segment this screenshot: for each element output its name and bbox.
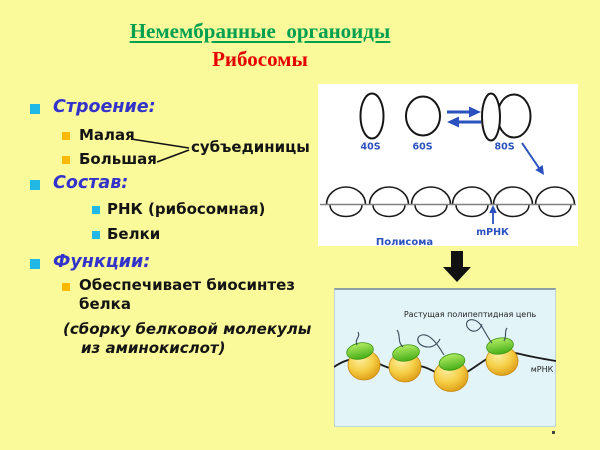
polysome-ribosomes <box>320 186 576 218</box>
title-block: Немембранные органоиды Рибосомы <box>30 18 490 72</box>
small-subunit-shape <box>359 92 385 140</box>
ribosome-assembly-diagram: 40S 60S 80S <box>318 84 578 248</box>
subunits-label: субъединицы <box>191 138 310 156</box>
page-title: Немембранные органоиды <box>129 19 391 43</box>
outline-heading-functions: Функции: <box>53 252 151 272</box>
outline-item-small-subunit: Малая <box>79 126 135 144</box>
label-60s: 60S <box>412 142 432 153</box>
bullet-cyan <box>92 206 100 214</box>
label-80s: 80S <box>494 142 514 153</box>
bullet-yellow <box>62 283 70 291</box>
outline-item-biosynthesis: Обеспечивает биосинтез белка <box>79 276 295 313</box>
assembly-diagram-drawing: 40S 60S 80S <box>320 92 576 248</box>
label-polysome: Полисома <box>376 237 433 246</box>
outline-heading-composition: Состав: <box>53 173 129 193</box>
bullet-yellow <box>62 156 70 164</box>
label-polypeptide-chain: Растущая полипептидная цепь <box>404 310 537 319</box>
bullet-cyan <box>30 180 40 190</box>
outline-item-proteins: Белки <box>107 225 161 243</box>
arrow-to-polysome-icon <box>521 142 544 175</box>
outline-heading-structure: Строение: <box>53 97 156 117</box>
label-40s: 40S <box>360 142 380 153</box>
label-mrna-top: mРНК <box>476 227 509 238</box>
bullet-yellow <box>62 132 70 140</box>
large-subunit-shape <box>405 95 441 137</box>
subunit-connector-lines <box>130 138 190 163</box>
polypeptide-chains <box>355 319 508 356</box>
translation-diagram-drawing: Растущая полипептидная цепь мРНК <box>334 310 556 392</box>
small-subunits <box>346 337 514 371</box>
ribosome-80s-small-shape <box>481 92 501 142</box>
ribosome-80s-large-shape <box>496 93 532 139</box>
stray-dot <box>552 431 555 434</box>
mrna-pointer-icon <box>489 205 497 224</box>
bullet-cyan <box>92 231 100 239</box>
label-mrna-bottom: мРНК <box>531 365 554 374</box>
page-subtitle: Рибосомы <box>212 47 308 71</box>
down-arrow-icon <box>443 251 471 282</box>
bullet-cyan <box>30 259 40 269</box>
bullet-cyan <box>30 104 40 114</box>
equilibrium-arrows-icon <box>447 106 481 128</box>
outline-item-rna: РНК (рибосомная) <box>107 200 266 218</box>
outline-function-note: (сборку белковой молекулы из аминокислот… <box>63 320 312 357</box>
translation-diagram: Растущая полипептидная цепь мРНК <box>334 288 556 427</box>
outline-item-large-subunit: Большая <box>79 150 157 168</box>
